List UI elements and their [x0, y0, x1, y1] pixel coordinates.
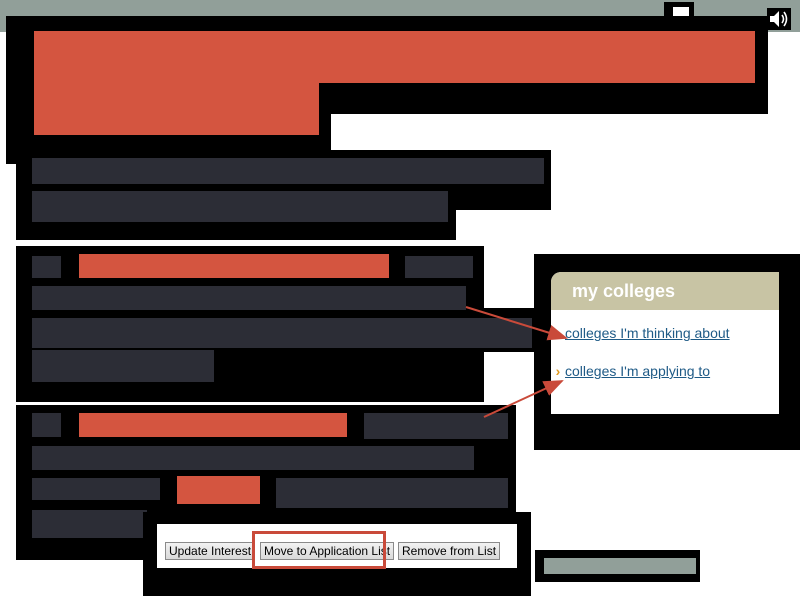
update-interest-button[interactable]: Update Interest [165, 542, 256, 560]
college-entry-2-line-2a [32, 478, 160, 500]
college-entry-1-line-3 [32, 350, 214, 382]
header-title-block [34, 31, 755, 83]
my-colleges-title: my colleges [551, 272, 779, 310]
chevron-right-icon: › [555, 363, 561, 379]
college-entry-2-tag [364, 413, 508, 439]
college-entry-1-tag [405, 256, 473, 278]
college-entry-2-line-2b [276, 478, 508, 508]
college-entry-1-line-2 [32, 318, 532, 348]
college-entry-2-checkbox [32, 413, 61, 437]
arrow-to-thinking-about [465, 306, 568, 341]
move-to-application-list-button[interactable]: Move to Application List [260, 542, 395, 560]
arrow-to-applying-to [483, 380, 564, 418]
speaker-icon[interactable] [767, 8, 791, 30]
bottom-bar [544, 558, 696, 574]
college-entry-1-name [79, 254, 389, 278]
link-label[interactable]: colleges I'm applying to [565, 363, 711, 379]
intro-line-2 [32, 191, 448, 222]
link-label[interactable]: colleges I'm thinking about [565, 325, 730, 341]
link-colleges-applying-to[interactable]: ›colleges I'm applying to [551, 363, 710, 379]
header-subtitle-block [34, 83, 319, 135]
highlight-box [252, 531, 386, 569]
college-entry-2-line-3 [32, 510, 147, 538]
college-entry-2-link [177, 476, 260, 504]
college-entry-1-checkbox [32, 256, 61, 278]
intro-line-1 [32, 158, 544, 184]
my-colleges-panel: my colleges › colleges I'm thinking about… [551, 272, 779, 414]
college-entry-1-line-1 [32, 286, 466, 310]
remove-from-list-button[interactable]: Remove from List [398, 542, 501, 560]
college-entry-2-name [79, 413, 347, 437]
college-entry-2-line-1 [32, 446, 474, 470]
